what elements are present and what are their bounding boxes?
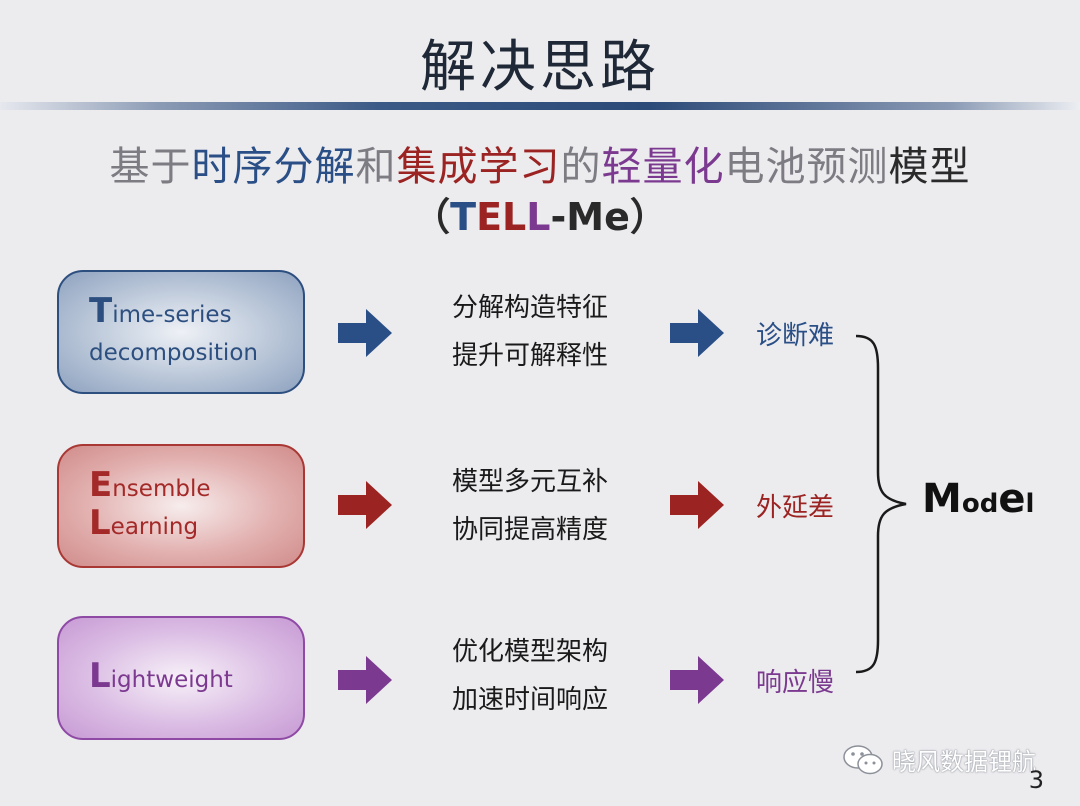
description-line: 优化模型架构 (451, 637, 608, 667)
model-letter: e (998, 476, 1026, 522)
subtitle-segment: 的 (560, 144, 602, 190)
time-series-box: Time-series decomposition (57, 270, 305, 394)
box-line: decomposition (89, 332, 303, 370)
issue-label: 外延差 (755, 493, 834, 523)
right-arrow-icon (670, 481, 724, 529)
box-text: ightweight (110, 667, 233, 693)
box-text: ime-series (112, 302, 232, 328)
subtitle: 基于时序分解和集成学习的轻量化电池预测模型 (0, 134, 1080, 192)
issue-label: 响应慢 (755, 668, 834, 698)
right-arrow-icon (338, 309, 392, 357)
box-initial: L (89, 503, 111, 543)
acronym-suffix: -Me (550, 195, 630, 239)
acronym-open-paren: （ (412, 195, 451, 239)
subtitle-segment: 基于 (109, 144, 192, 190)
subtitle-segment: 时序分解 (191, 144, 356, 190)
box-initial: L (89, 656, 111, 696)
page-number: 3 (1028, 766, 1044, 794)
subtitle-segment: 集成学习 (396, 144, 561, 190)
acronym-letter-e: E (476, 195, 503, 239)
acronym-letter-l1: L (502, 195, 527, 239)
watermark-text: 晓风数据锂航 (892, 748, 1036, 776)
box-line: Ensemble (89, 468, 303, 506)
acronym-letter-t: T (450, 195, 477, 239)
subtitle-segment: 和 (355, 144, 397, 190)
box-line: Time-series (89, 294, 303, 332)
description-line: 分解构造特征 (451, 293, 608, 323)
box-text: earning (110, 514, 199, 540)
model-letter: l (1025, 489, 1035, 519)
description-line: 提升可解释性 (451, 341, 608, 371)
model-letter: M (922, 476, 962, 522)
box-line: Lightweight (89, 659, 303, 697)
title-divider (0, 102, 1080, 110)
issue-label: 诊断难 (755, 321, 834, 351)
right-arrow-icon (338, 481, 392, 529)
description-line: 模型多元互补 (451, 467, 608, 497)
row-description: 分解构造特征 提升可解释性 (420, 284, 640, 380)
wechat-watermark: 晓风数据锂航 (842, 742, 1036, 777)
subtitle-segment: 电池预测 (724, 144, 889, 190)
description-line: 加速时间响应 (451, 685, 608, 715)
row-description: 模型多元互补 协同提高精度 (420, 458, 640, 554)
right-arrow-icon (670, 309, 724, 357)
right-arrow-icon (338, 656, 392, 704)
box-text: decomposition (89, 340, 258, 366)
acronym-letter-l2: L (526, 195, 551, 239)
box-initial: T (89, 291, 113, 331)
model-letter: d (979, 489, 999, 519)
curly-brace-icon (852, 332, 912, 680)
lightweight-box: Lightweight (57, 616, 305, 740)
row-description: 优化模型架构 加速时间响应 (420, 628, 640, 724)
box-line: Learning (89, 506, 303, 544)
right-arrow-icon (670, 656, 724, 704)
wechat-icon (843, 744, 883, 774)
model-label: Model (922, 476, 1034, 522)
acronym-close-paren: ） (629, 195, 668, 239)
model-acronym: （TELL-Me） (0, 186, 1080, 241)
slide-title: 解决思路 (420, 35, 660, 100)
description-line: 协同提高精度 (451, 515, 608, 545)
subtitle-segment: 模型 (888, 144, 971, 190)
model-letter: o (961, 489, 980, 519)
ensemble-learning-box: Ensemble Learning (57, 444, 305, 568)
box-text: nsemble (112, 476, 211, 502)
box-initial: E (89, 465, 113, 505)
subtitle-segment: 轻量化 (601, 144, 725, 190)
